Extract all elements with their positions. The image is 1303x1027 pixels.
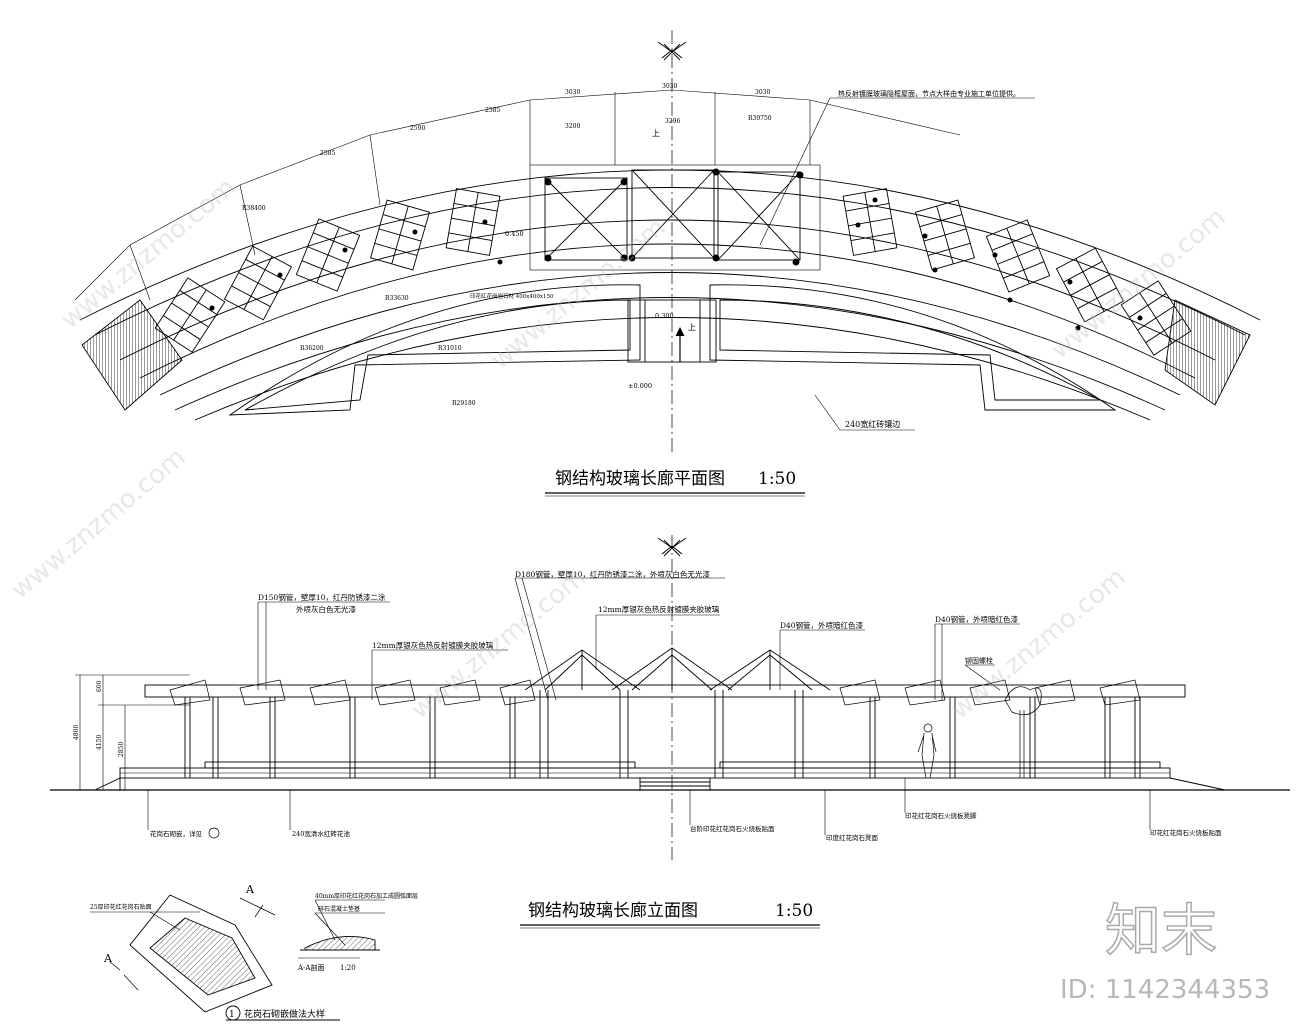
elev-dim-2: 4150	[96, 735, 103, 750]
plan-view	[74, 30, 1261, 455]
elev-dim-1: 4800	[73, 725, 80, 740]
plan-annotations: 热反射镀膜玻璃隐框屋面，节点大样由专业施工单位提供。 240宽红砖镶边 印花红花…	[242, 83, 1020, 497]
pergola-frames-right	[842, 188, 1192, 356]
detail-top-note: 25厚印花红花岗石贴面	[90, 903, 152, 911]
bench-note: 印度红花岗石凳面	[826, 833, 879, 842]
section-scale: 1:20	[340, 964, 356, 972]
glass-pavilions	[529, 164, 821, 271]
up-mark-2: 上	[688, 323, 696, 332]
human-figure-icon	[917, 723, 937, 779]
svg-text:www.znzmo.com: www.znzmo.com	[55, 172, 241, 335]
radius-5: R39750	[748, 115, 772, 122]
detail-number: 1	[229, 1010, 235, 1020]
north-arrow-icon	[657, 30, 687, 455]
dim-7: 3200	[565, 123, 580, 130]
radius-1: R36200	[300, 345, 324, 352]
d40-note-b: D40钢管，外喷暗红色漆	[935, 614, 1019, 624]
section-mark-a2: A	[245, 883, 255, 896]
base-note: 印花红花岗石火烧板贴面	[1150, 828, 1222, 837]
elevation-title: 钢结构玻璃长廊立面图	[528, 901, 698, 921]
elevation-leaders	[147, 577, 1151, 835]
plan-dimension-lines	[74, 89, 961, 301]
radius-6: R33630	[385, 295, 409, 302]
detail-annotations: 25厚印花红花岗石贴面 40mm厚印花红花岗石加工成圆弧面层 碎石混凝土垫基 A…	[90, 883, 418, 1020]
section-cut-markers	[109, 897, 276, 991]
dim-4: 2585	[485, 107, 500, 114]
steps-note: 台阶印花红花岗石火烧板贴面	[690, 824, 775, 833]
pergola-frames-left	[154, 188, 501, 353]
dim-2: 3030	[662, 83, 677, 90]
detail-title: 花岗石砌嵌做法大样	[244, 1008, 325, 1020]
detail-view	[90, 894, 385, 1021]
elevation-mark-1: 0.450	[505, 230, 524, 238]
up-mark-1: 上	[652, 129, 660, 138]
tree-icon	[1004, 686, 1042, 778]
brand-id: ID: 1142344353	[1060, 975, 1270, 1005]
elevation-view	[50, 535, 1290, 860]
bench-side-note: 印花红花岗石火烧板凳脚	[905, 811, 977, 820]
elevation-mark-3: ±0.000	[628, 382, 652, 390]
curb-note: 花岗石砌嵌，详见	[150, 829, 203, 838]
rivet-note: 铆固螺栓	[965, 656, 993, 665]
dim-5: 2590	[410, 125, 425, 132]
d150-note-b: 外喷灰白色无光漆	[296, 604, 356, 614]
border-note: 240宽红砖镶边	[845, 419, 900, 429]
elevation-annotations: D180钢管，壁厚10，红丹防锈漆二涂，外喷灰白色无光漆 D150钢管，壁厚10…	[73, 569, 1222, 929]
elev-dim-3: 2850	[118, 742, 125, 757]
glass-side-note: 12mm厚银灰色热反射镀膜夹胶玻璃	[372, 640, 494, 650]
svg-text:www.znzmo.com: www.znzmo.com	[5, 442, 191, 605]
dim-1: 3030	[565, 89, 580, 96]
detail-layer1-note: 40mm厚印花红花岗石加工成圆弧面层	[315, 892, 418, 900]
glass-roof-note: 热反射镀膜玻璃隐框屋面，节点大样由专业施工单位提供。	[838, 89, 1020, 98]
drain-note: 240宽清水红砖花池	[292, 829, 350, 838]
section-title: A-A剖面	[297, 963, 324, 972]
elevation-mark-2: 0.300	[655, 312, 674, 320]
radius-2: R31010	[438, 345, 462, 352]
north-arrow-icon	[657, 535, 687, 860]
elevation-scale: 1:50	[775, 901, 813, 921]
ramp-right	[1164, 299, 1251, 406]
detail-layer2-note: 碎石混凝土垫基	[318, 905, 360, 913]
brand-logo: 知末 ID: 1142344353	[1060, 898, 1270, 1005]
radius-4: R38400	[242, 205, 266, 212]
plan-title: 钢结构玻璃长廊平面图	[555, 469, 725, 489]
d150-note-a: D150钢管，壁厚10，红丹防锈漆二涂	[258, 592, 386, 602]
radius-3: R29180	[452, 400, 476, 407]
d40-note-a: D40钢管，外喷暗红色漆	[780, 620, 864, 630]
section-mark-a1: A	[103, 952, 113, 965]
elevation-columns	[184, 690, 1141, 778]
brand-logo-text: 知末	[1105, 899, 1217, 964]
elev-dim-4: 600	[96, 680, 103, 692]
dim-3: 3030	[755, 89, 770, 96]
dim-8: 3296	[665, 118, 680, 125]
plan-scale: 1:50	[758, 469, 796, 489]
paving-note: 印花红花岗岩石材 400x400x150	[470, 292, 554, 300]
watermark-overlay: www.znzmo.com www.znzmo.com www.znzmo.co…	[5, 172, 1231, 725]
column-dots	[209, 197, 1143, 331]
pyramid-roofs	[524, 647, 831, 691]
d180-note: D180钢管，壁厚10，红丹防锈漆二涂，外喷灰白色无光漆	[515, 569, 710, 579]
dim-6: 2585	[320, 150, 335, 157]
ramp-left	[81, 299, 183, 411]
elevation-dimensions	[75, 674, 190, 790]
glass-main-note: 12mm厚银灰色热反射镀膜夹胶玻璃	[598, 604, 720, 614]
